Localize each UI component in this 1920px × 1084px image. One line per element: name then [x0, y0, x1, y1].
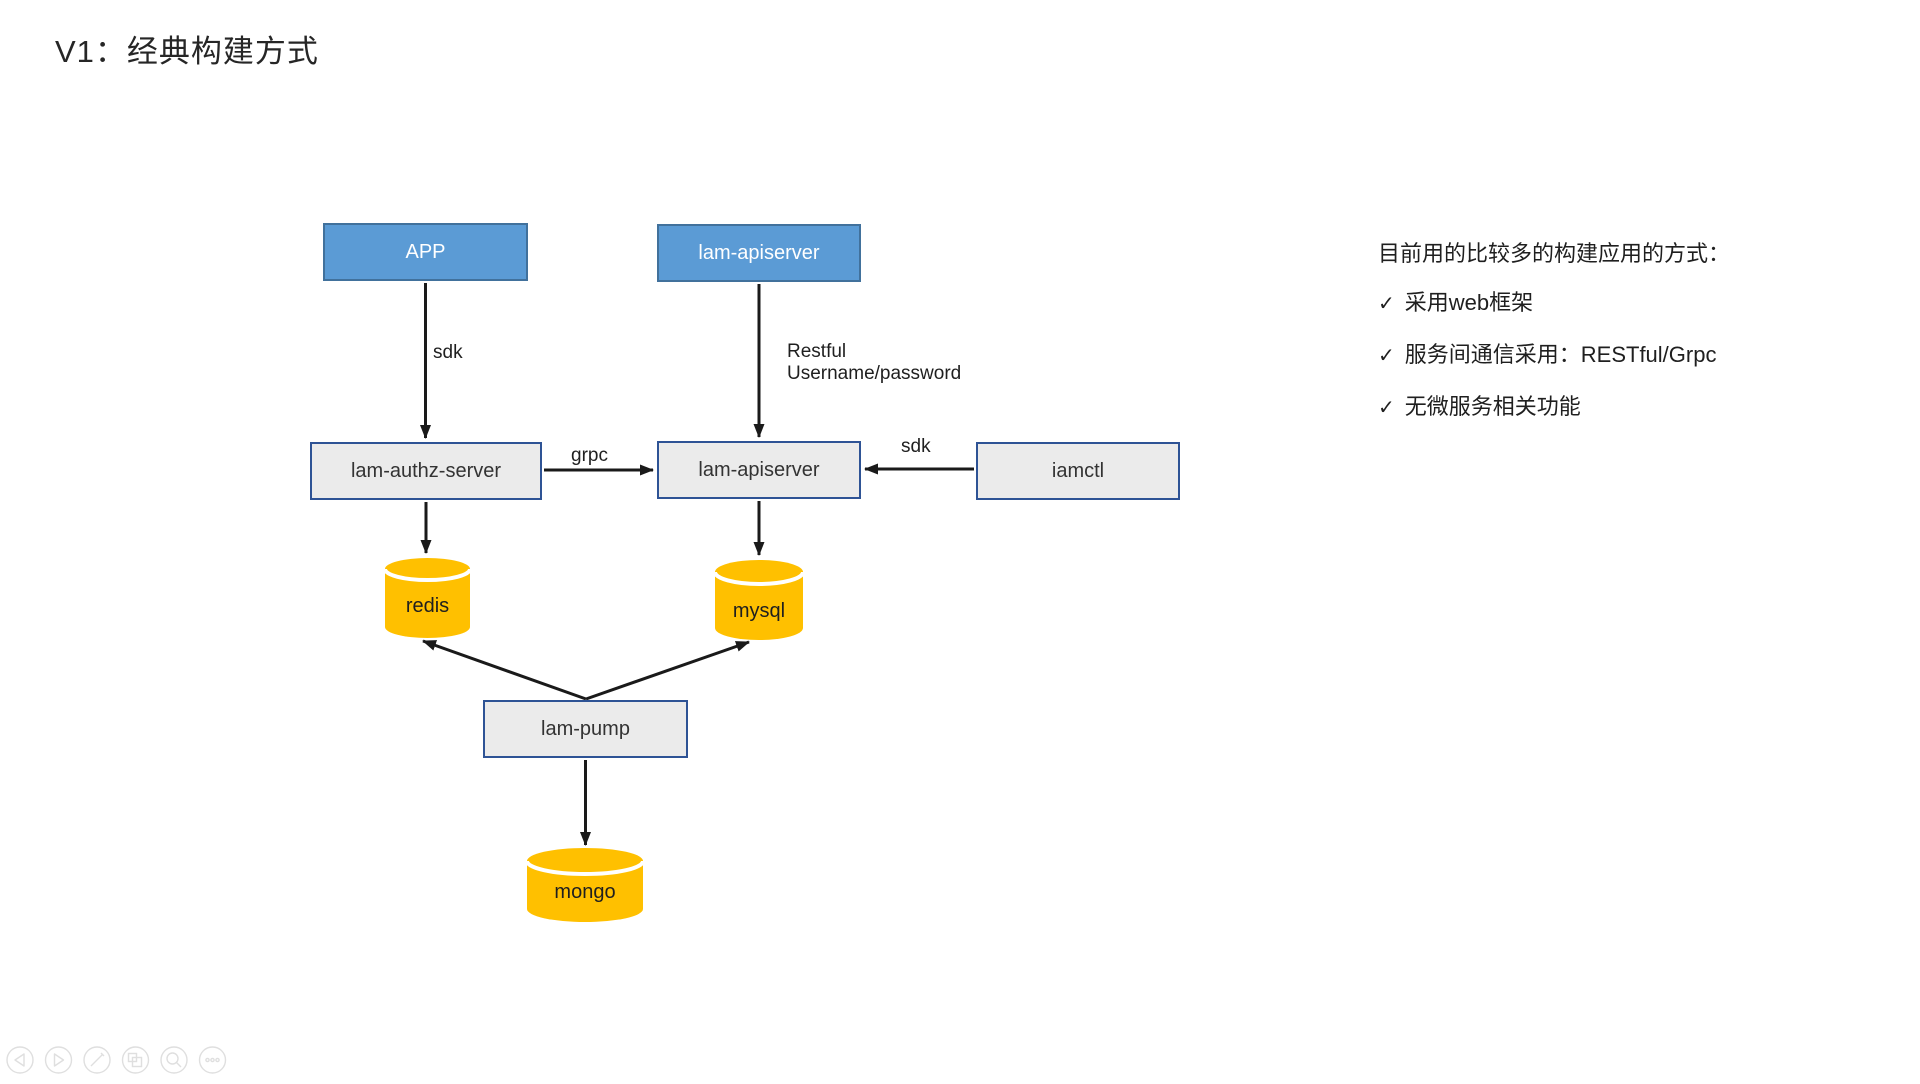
notes-item-text: 无微服务相关功能	[1404, 394, 1581, 419]
database-mysql-label: mysql	[732, 600, 786, 622]
cylinder-icon	[385, 558, 470, 638]
notes-item-text: 采用web框架	[1404, 290, 1534, 315]
node-apiserver-top: lam-apiserver	[657, 224, 861, 282]
checkmark-icon: ✓	[1378, 397, 1395, 419]
database-mysql: mysql	[715, 560, 803, 640]
slide-title: V1：经典构建方式	[55, 34, 319, 69]
previous-slide-icon[interactable]	[6, 1046, 34, 1074]
edge-label-grpc: grpc	[571, 445, 608, 466]
node-iamctl-label: iamctl	[1051, 459, 1105, 482]
presentation-toolbar	[2, 1043, 234, 1084]
node-pump: lam-pump	[483, 700, 688, 758]
node-apiserver-mid-label: lam-apiserver	[698, 458, 820, 481]
node-authz-server-label: lam-authz-server	[350, 459, 502, 482]
arrow-pump-to-mysql	[585, 640, 750, 701]
node-authz-server: lam-authz-server	[310, 442, 542, 500]
notes-item: ✓ 无微服务相关功能	[1378, 389, 1818, 421]
edge-label-restful-line1: Restful	[787, 341, 847, 362]
database-redis-label: redis	[405, 595, 450, 617]
node-app-label: APP	[405, 240, 446, 263]
slide-panel-icon[interactable]	[121, 1046, 150, 1074]
checkmark-icon: ✓	[1378, 293, 1395, 315]
checkmark-icon: ✓	[1378, 345, 1395, 367]
cylinder-icon	[715, 560, 803, 640]
node-apiserver-mid: lam-apiserver	[657, 441, 861, 499]
node-iamctl: iamctl	[976, 442, 1180, 500]
node-pump-label: lam-pump	[541, 717, 630, 740]
more-icon[interactable]	[198, 1046, 227, 1074]
next-slide-icon[interactable]	[44, 1046, 73, 1074]
node-app: APP	[323, 223, 528, 281]
database-redis: redis	[385, 558, 470, 638]
edge-label-sdk-app: sdk	[433, 342, 463, 363]
notes-item-text: 服务间通信采用：RESTful/Grpc	[1404, 342, 1717, 367]
toolbar-icons	[6, 1046, 227, 1074]
database-mongo: mongo	[527, 848, 643, 922]
notes-item: ✓ 服务间通信采用：RESTful/Grpc	[1378, 337, 1818, 369]
node-apiserver-top-label: lam-apiserver	[698, 241, 820, 264]
edge-label-restful: Restful Username/password	[787, 341, 961, 385]
cylinder-icon	[527, 848, 643, 922]
notes-item: ✓ 采用web框架	[1378, 285, 1818, 317]
database-mongo-label: mongo	[554, 881, 616, 903]
pen-icon[interactable]	[83, 1046, 111, 1074]
notes-heading: 目前用的比较多的构建应用的方式：	[1378, 241, 1731, 266]
edge-label-restful-line2: Username/password	[787, 363, 962, 384]
arrow-pump-to-redis	[422, 639, 587, 701]
edge-label-sdk-iamctl: sdk	[901, 436, 931, 457]
zoom-icon[interactable]	[160, 1046, 188, 1074]
notes-panel: 目前用的比较多的构建应用的方式： ✓ 采用web框架 ✓ 服务间通信采用：RES…	[1378, 236, 1818, 441]
